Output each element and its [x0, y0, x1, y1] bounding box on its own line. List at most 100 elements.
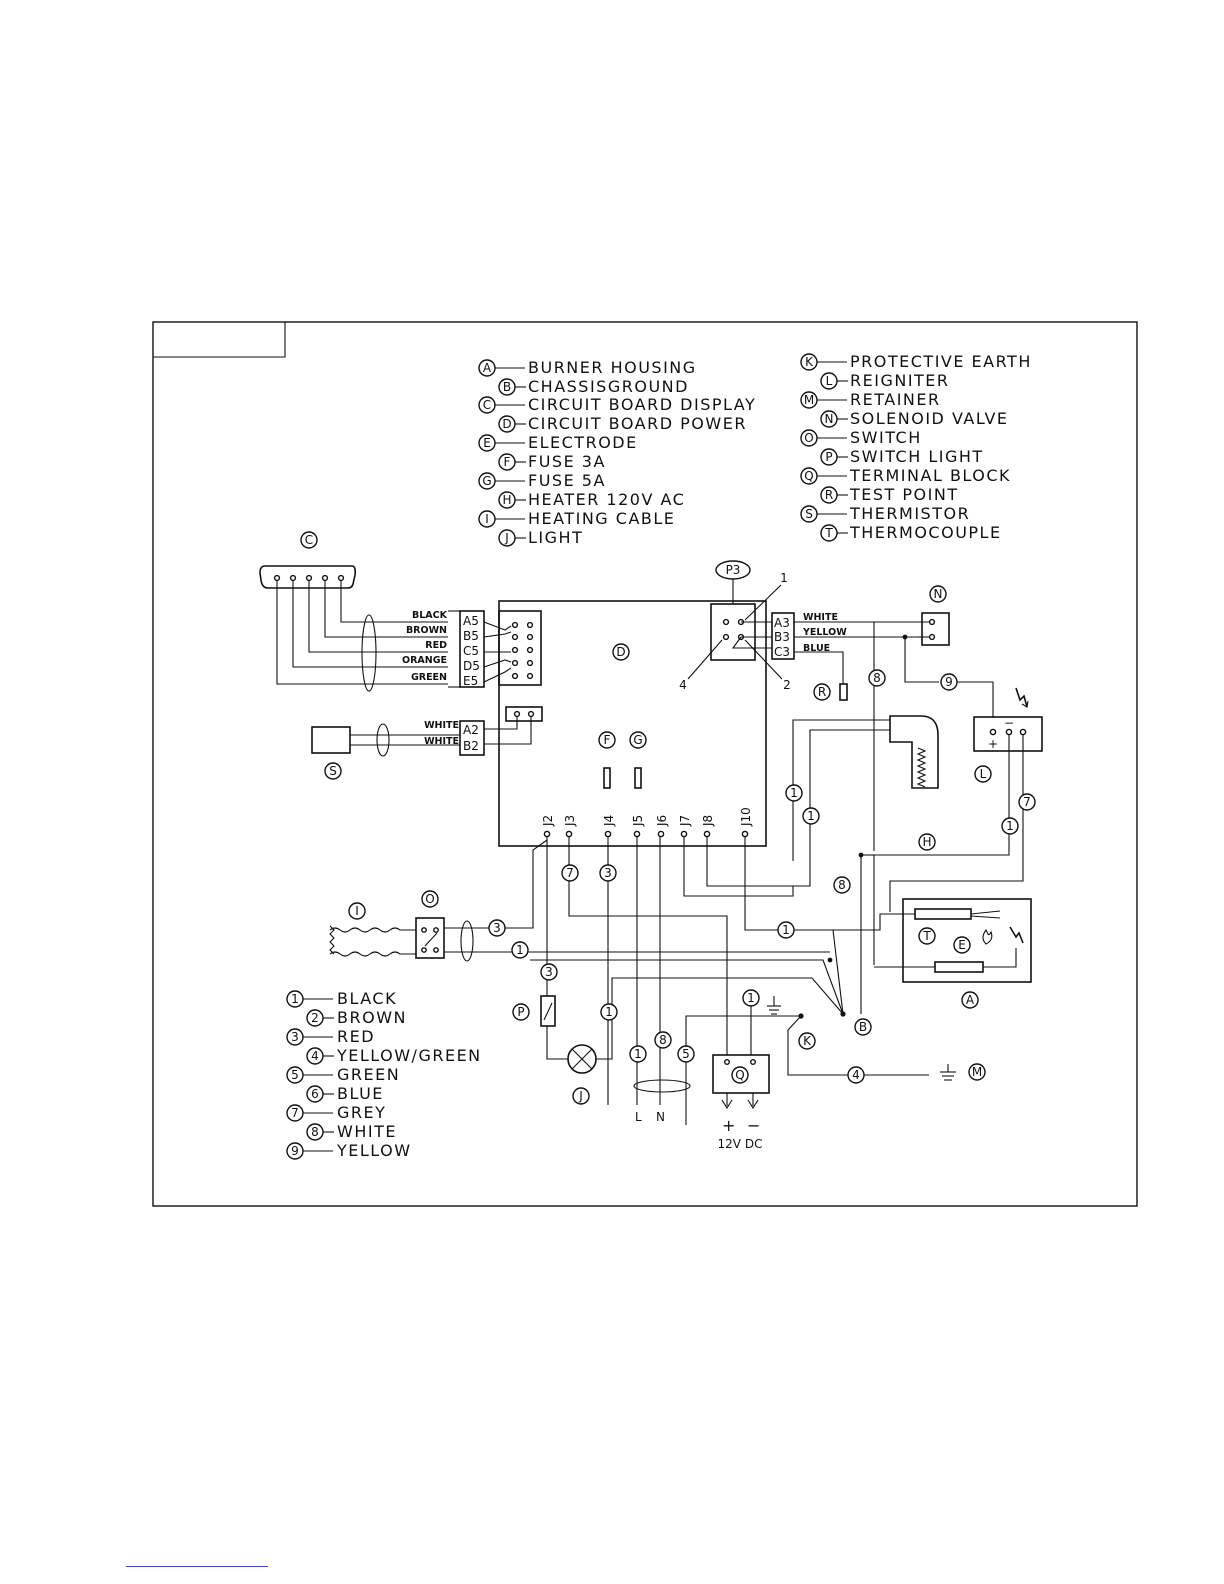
- svg-text:A: A: [483, 361, 492, 375]
- svg-text:B5: B5: [463, 629, 479, 643]
- svg-text:BURNER HOUSING: BURNER HOUSING: [528, 358, 697, 377]
- svg-text:1: 1: [747, 991, 755, 1005]
- svg-text:C5: C5: [463, 644, 479, 658]
- svg-text:9: 9: [945, 675, 953, 689]
- svg-text:7: 7: [1023, 795, 1031, 809]
- svg-text:4: 4: [311, 1049, 319, 1063]
- svg-text:Q: Q: [804, 469, 813, 483]
- svg-text:B: B: [859, 1020, 867, 1034]
- svg-text:−: −: [747, 1116, 762, 1135]
- svg-text:P: P: [825, 450, 832, 464]
- svg-text:8: 8: [838, 878, 846, 892]
- svg-text:E: E: [483, 436, 491, 450]
- wire-legend-item: 8 WHITE: [306, 1122, 397, 1141]
- power-board: D F G J2 J3 J4 J5 J6 J7 J8 J10: [483, 600, 772, 847]
- svg-text:WHITE: WHITE: [424, 720, 459, 731]
- test-point: R: [813, 683, 848, 701]
- svg-text:YELLOW/GREEN: YELLOW/GREEN: [336, 1046, 482, 1065]
- svg-text:R: R: [825, 488, 833, 502]
- svg-text:4: 4: [852, 1068, 860, 1082]
- svg-text:RED: RED: [337, 1027, 375, 1046]
- svg-text:1: 1: [634, 1047, 642, 1061]
- svg-text:C: C: [305, 533, 313, 547]
- svg-text:TEST POINT: TEST POINT: [849, 485, 959, 504]
- legend-item: Q TERMINAL BLOCK: [800, 466, 1011, 485]
- thermistor: A2 B2 WHITE WHITE S: [311, 720, 485, 780]
- wire-legend-item: 5 GREEN: [286, 1065, 400, 1084]
- svg-text:BROWN: BROWN: [406, 625, 447, 636]
- svg-text:1: 1: [780, 571, 788, 585]
- svg-text:2: 2: [311, 1011, 319, 1025]
- protective-earth: K 4 M: [787, 1013, 986, 1084]
- svg-text:M: M: [804, 393, 814, 407]
- svg-text:8: 8: [659, 1033, 667, 1047]
- display-connector: A5 B5 C5 D5 E5 BLACK BROWN RED ORANGE GR…: [402, 610, 485, 688]
- svg-text:6: 6: [311, 1087, 319, 1101]
- svg-text:5: 5: [291, 1068, 299, 1082]
- svg-text:3: 3: [291, 1030, 299, 1044]
- wire-legend-item: 3 RED: [286, 1027, 375, 1046]
- svg-text:TERMINAL BLOCK: TERMINAL BLOCK: [849, 466, 1011, 485]
- svg-text:J6: J6: [655, 815, 669, 827]
- switch-light: 3 P 1 J: [512, 837, 618, 1105]
- svg-text:E: E: [958, 938, 966, 952]
- svg-text:J8: J8: [701, 815, 715, 827]
- svg-text:Q: Q: [735, 1068, 744, 1082]
- svg-text:N: N: [934, 587, 943, 601]
- terminal-block: 1 Q + − 12V DC: [712, 989, 781, 1151]
- svg-text:1: 1: [790, 786, 798, 800]
- wire-legend-item: 6 BLUE: [306, 1084, 384, 1103]
- svg-text:S: S: [329, 764, 337, 778]
- svg-text:BROWN: BROWN: [337, 1008, 407, 1027]
- svg-text:ORANGE: ORANGE: [402, 655, 447, 666]
- svg-text:REIGNITER: REIGNITER: [850, 371, 950, 390]
- svg-text:T: T: [824, 526, 833, 540]
- diagram-frame: [152, 321, 1138, 1207]
- svg-text:J7: J7: [678, 815, 692, 827]
- svg-text:GREEN: GREEN: [337, 1065, 400, 1084]
- svg-text:R: R: [818, 685, 826, 699]
- svg-text:B2: B2: [463, 739, 479, 753]
- svg-text:A: A: [966, 993, 975, 1007]
- svg-text:FUSE 5A: FUSE 5A: [528, 471, 606, 490]
- svg-text:N: N: [656, 1110, 665, 1124]
- svg-text:BLUE: BLUE: [337, 1084, 384, 1103]
- svg-text:+: +: [722, 1116, 737, 1135]
- svg-text:THERMISTOR: THERMISTOR: [849, 504, 970, 523]
- svg-text:RED: RED: [425, 640, 447, 651]
- svg-text:CIRCUIT BOARD POWER: CIRCUIT BOARD POWER: [528, 414, 747, 433]
- svg-text:L: L: [826, 374, 833, 388]
- svg-text:8: 8: [311, 1125, 319, 1139]
- svg-text:1: 1: [1006, 819, 1014, 833]
- burner-housing: T E A: [874, 898, 1032, 1009]
- title-tab: [153, 322, 286, 358]
- svg-text:H: H: [922, 835, 931, 849]
- svg-text:T: T: [922, 929, 931, 943]
- svg-text:CHASSISGROUND: CHASSISGROUND: [528, 377, 689, 396]
- svg-text:WHITE: WHITE: [337, 1122, 397, 1141]
- svg-text:S: S: [805, 507, 813, 521]
- svg-text:12V DC: 12V DC: [718, 1137, 763, 1151]
- svg-text:G: G: [482, 474, 491, 488]
- svg-text:PROTECTIVE EARTH: PROTECTIVE EARTH: [850, 352, 1032, 371]
- svg-text:3: 3: [493, 921, 501, 935]
- legend-item: A BURNER HOUSING: [478, 358, 697, 377]
- svg-text:C3: C3: [774, 645, 790, 659]
- svg-text:K: K: [803, 1034, 812, 1048]
- svg-text:I: I: [485, 512, 489, 526]
- svg-text:F: F: [604, 733, 611, 747]
- svg-text:A2: A2: [463, 723, 479, 737]
- svg-text:1: 1: [605, 1005, 613, 1019]
